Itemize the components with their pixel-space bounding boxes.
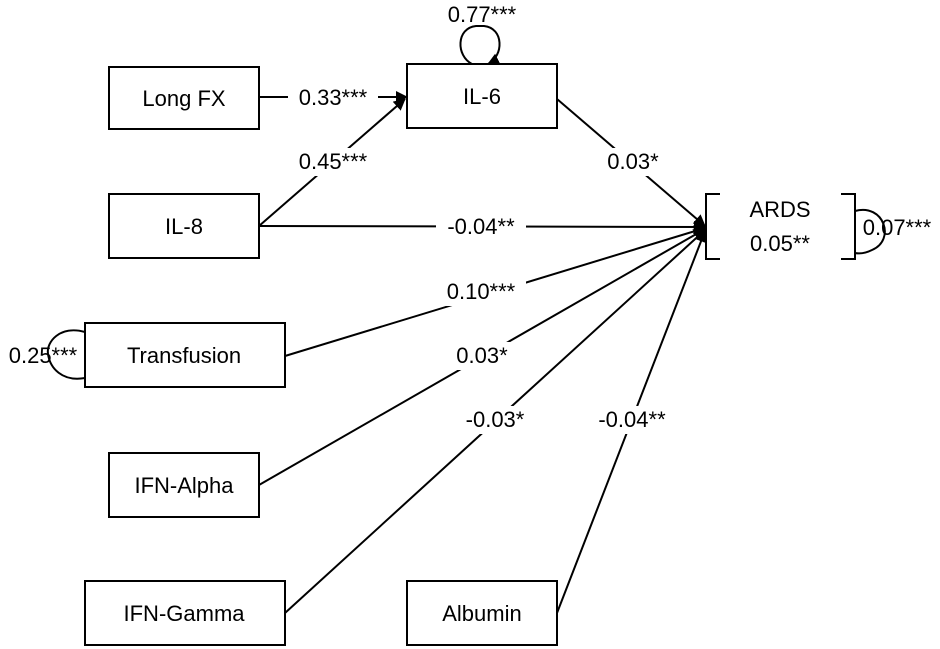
coef-longfx-il6: 0.33***	[299, 85, 368, 110]
variance-transfusion: 0.25***	[9, 343, 78, 368]
node-ifn-alpha: IFN-Alpha	[108, 452, 260, 518]
node-transfusion: Transfusion	[84, 322, 286, 388]
variance-il6: 0.77***	[448, 2, 517, 27]
variance-loop-transfusion	[46, 329, 86, 380]
variance-loop-il6	[459, 25, 501, 65]
variance-loop-ards	[854, 208, 886, 255]
coef-ifngamma-ards: -0.03*	[466, 407, 525, 432]
coef-il6-ards: 0.03*	[607, 149, 659, 174]
node-ards-residual: 0.05**	[750, 231, 810, 256]
coef-il8-ards: -0.04**	[447, 214, 515, 239]
coef-ifnalpha-ards: 0.03*	[456, 343, 508, 368]
node-ards-right-bracket	[841, 193, 856, 260]
variance-ards: 0.07***	[863, 215, 932, 240]
node-label-ifn-alpha: IFN-Alpha	[134, 473, 234, 498]
node-label-long-fx: Long FX	[142, 86, 225, 111]
coef-il8-il6: 0.45***	[299, 149, 368, 174]
node-il8: IL-8	[108, 193, 260, 259]
node-albumin: Albumin	[406, 580, 558, 646]
node-ards-left-bracket	[705, 193, 720, 260]
coef-transfusion-ards: 0.10***	[447, 279, 516, 304]
node-label-transfusion: Transfusion	[127, 343, 241, 368]
coef-albumin-ards: -0.04**	[598, 407, 666, 432]
node-ards: ARDS 0.05**	[705, 193, 856, 260]
node-label-ards: ARDS	[749, 197, 810, 222]
node-label-albumin: Albumin	[442, 601, 521, 626]
node-label-il8: IL-8	[165, 214, 203, 239]
node-long-fx: Long FX	[108, 66, 260, 130]
node-label-il6: IL-6	[463, 84, 501, 109]
node-ifn-gamma: IFN-Gamma	[84, 580, 286, 646]
node-label-ifn-gamma: IFN-Gamma	[124, 601, 246, 626]
node-il6: IL-6	[406, 63, 558, 129]
